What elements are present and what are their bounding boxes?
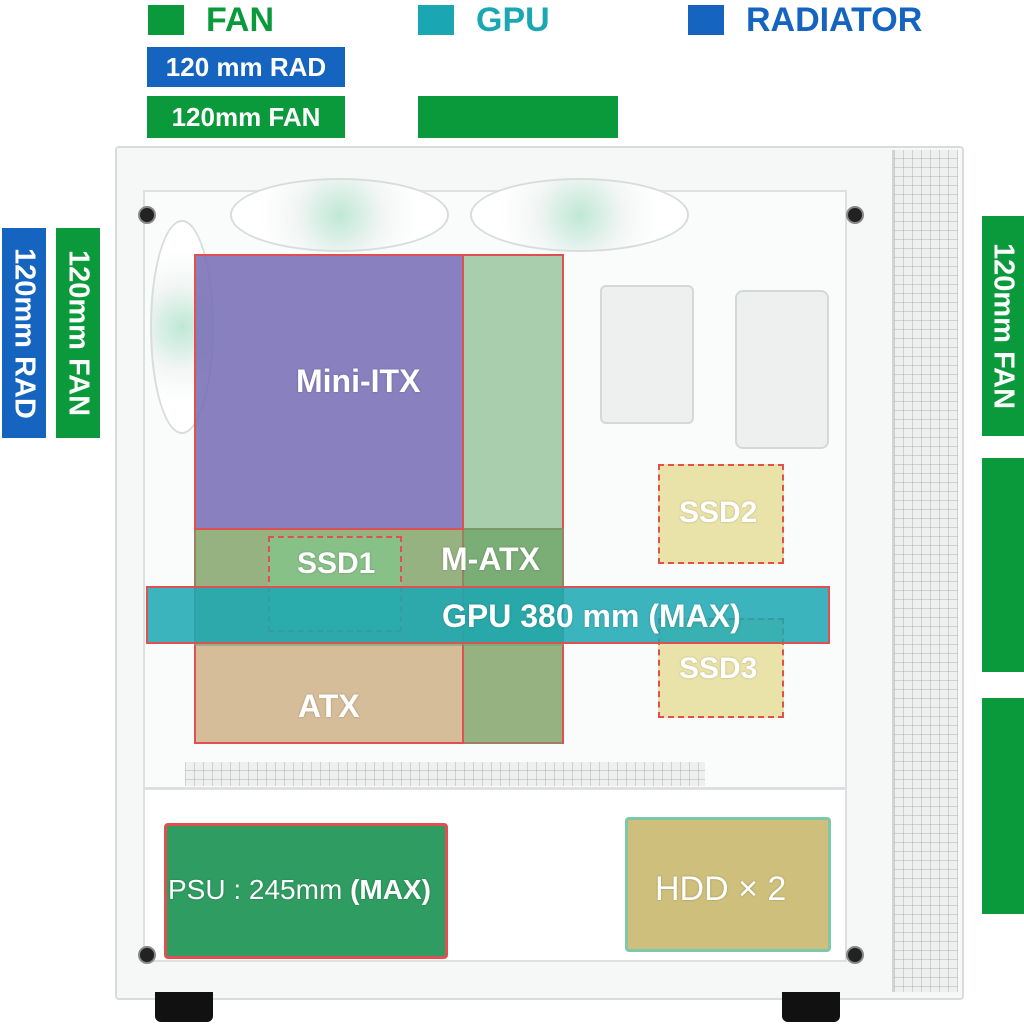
tray-cutout [600,285,694,424]
legend-fan-label: FAN [206,0,274,39]
tray-cutout-right [735,290,829,449]
front-mesh-panel [892,150,958,992]
ssd2-label: SSD2 [679,496,758,529]
legend-fan: FAN [148,0,274,40]
screw-icon [846,206,864,224]
hdd-zone [625,817,831,952]
legend-fan-swatch [148,5,184,35]
gpu-zone [146,586,830,644]
atx-label: ATX [298,688,360,724]
psu-label: PSU : 245mm (MAX) [168,874,431,906]
ssd2-zone [658,464,784,564]
psu-label-text: PSU : 245mm [168,874,351,905]
top-fan-label: 120mm FAN [147,96,345,138]
screw-icon [138,946,156,964]
case-foot [155,992,213,1022]
top-rad-label: 120 mm RAD [147,47,345,87]
left-fan-text: 120mm FAN [62,249,95,416]
mini-itx-label: Mini-ITX [296,363,421,399]
gpu-label: GPU 380 mm (MAX) [442,598,741,634]
left-rad-text: 120mm RAD [8,247,41,419]
m-atx-zone-right [462,254,564,744]
right-fan-bar-3 [982,698,1024,914]
ssd1-label: SSD1 [297,547,376,580]
right-fan-bar-2 [982,458,1024,672]
mini-itx-zone [194,254,464,530]
left-fan-label: 120mm FAN [56,228,100,438]
right-fan-text: 120mm FAN [987,242,1020,409]
screw-icon [138,206,156,224]
case-foot [782,992,840,1022]
legend-gpu: GPU [418,0,550,40]
hdd-label: HDD × 2 [655,870,787,908]
m-atx-label: M-ATX [441,541,540,577]
legend-radiator-swatch [688,5,724,35]
top-fan-bar [418,96,618,138]
legend-gpu-swatch [418,5,454,35]
ssd3-label: SSD3 [679,652,758,685]
psu-label-max: (MAX) [350,874,431,905]
bottom-mesh [185,762,705,786]
psu-zone [164,823,448,959]
legend-gpu-label: GPU [476,0,550,39]
left-rad-label: 120mm RAD [2,228,46,438]
legend-radiator: RADIATOR [688,0,922,40]
top-fan-2 [470,178,689,252]
right-fan-label: 120mm FAN [982,216,1024,436]
top-fan-1 [230,178,449,252]
screw-icon [846,946,864,964]
legend-radiator-label: RADIATOR [746,0,923,39]
